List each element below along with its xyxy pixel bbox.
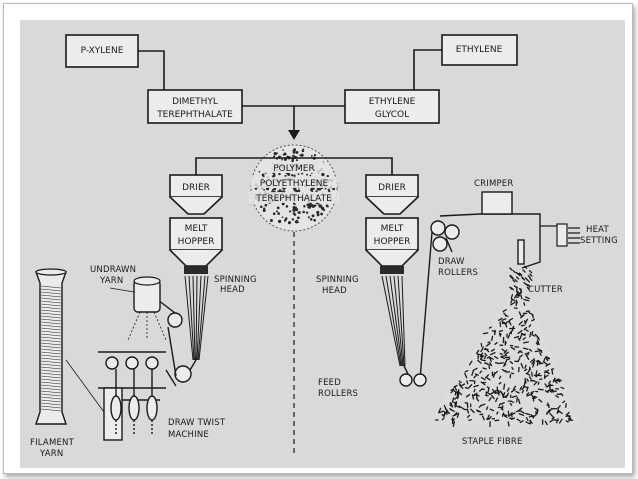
- ethylene-box: ETHYLENE: [441, 34, 518, 66]
- heat-setting-label-2: SETTING: [580, 236, 618, 246]
- tow-path: [403, 213, 541, 381]
- crimper: [481, 191, 513, 215]
- heat-setting-unit: [540, 223, 580, 247]
- left-drier-label: DRIER: [182, 183, 210, 193]
- dimethyl-terephthalate-box: DIMETHYL TEREPHTHALATE: [147, 89, 243, 124]
- staple-fibre-label: STAPLE FIBRE: [462, 437, 523, 447]
- right-spinning-head-label-2: HEAD: [322, 286, 347, 296]
- filament-yarn-label-2: YARN: [39, 449, 63, 459]
- undrawn-yarn-package: [127, 276, 167, 341]
- left-spinning-filaments: [184, 275, 209, 361]
- crimper-label: CRIMPER: [474, 179, 513, 189]
- polymer-ball: POLYMER POLYETHYLENE TEREPHTHALATE: [249, 144, 339, 232]
- left-spinning-head-label-2: HEAD: [220, 285, 245, 295]
- right-melt-hopper: MELT HOPPER: [365, 217, 419, 274]
- distribution-lines: [195, 157, 393, 175]
- draw-twist-label-2: MACHINE: [168, 430, 209, 440]
- cutter: [517, 239, 525, 265]
- left-melt-hopper: MELT HOPPER: [169, 217, 223, 274]
- right-drier: DRIER: [365, 174, 419, 215]
- dimethyl-label-1: DIMETHYL: [172, 97, 218, 107]
- polymer-label-2: POLYETHYLENE: [260, 179, 329, 189]
- left-spinning-head-label-1: SPINNING: [214, 275, 257, 285]
- right-drier-label: DRIER: [378, 183, 406, 193]
- left-melt-label-2: HOPPER: [178, 237, 215, 247]
- glycol-label-2: GLYCOL: [375, 110, 409, 120]
- ethylene-label: ETHYLENE: [456, 45, 503, 55]
- undrawn-yarn-label-2: YARN: [99, 276, 123, 286]
- right-spinning-head-label-1: SPINNING: [316, 275, 359, 285]
- draw-rollers-label-2: ROLLERS: [438, 268, 478, 278]
- left-melt-label-1: MELT: [185, 224, 208, 234]
- heat-setting-label-1: HEAT: [586, 225, 610, 235]
- feed-rollers-label-2: ROLLERS: [318, 389, 358, 399]
- p-xylene-box: P-XYLENE: [65, 34, 139, 68]
- filament-yarn-label-1: FILAMENT: [30, 438, 75, 448]
- glycol-label-1: ETHYLENE: [369, 97, 416, 107]
- right-melt-label-2: HOPPER: [374, 237, 411, 247]
- feed-rollers: [399, 373, 427, 387]
- left-take-up-rollers: [157, 299, 197, 383]
- draw-rollers-label-1: DRAW: [438, 257, 465, 267]
- polymer-label-1: POLYMER: [273, 164, 315, 174]
- right-melt-label-1: MELT: [381, 224, 404, 234]
- top-connectors: [138, 49, 442, 132]
- p-xylene-label: P-XYLENE: [81, 46, 124, 56]
- draw-twist-label-1: DRAW TWIST: [168, 418, 226, 428]
- right-spinning-filaments: [381, 275, 406, 367]
- draw-twist-machine: [98, 351, 177, 441]
- feed-rollers-label-1: FEED: [318, 378, 341, 388]
- undrawn-yarn-label-1: UNDRAWN: [90, 265, 136, 275]
- polymer-arrow-icon: [288, 130, 300, 140]
- staple-fibre-pile: [428, 265, 580, 428]
- ethylene-glycol-box: ETHYLENE GLYCOL: [344, 89, 440, 124]
- draw-rollers: [430, 220, 460, 252]
- dimethyl-label-2: TEREPHTHALATE: [156, 110, 233, 120]
- left-drier: DRIER: [169, 174, 223, 215]
- cutter-label: CUTTER: [528, 285, 563, 295]
- polymer-label-3: TEREPHTHALATE: [255, 194, 332, 204]
- filament-yarn-bobbin: [35, 268, 105, 425]
